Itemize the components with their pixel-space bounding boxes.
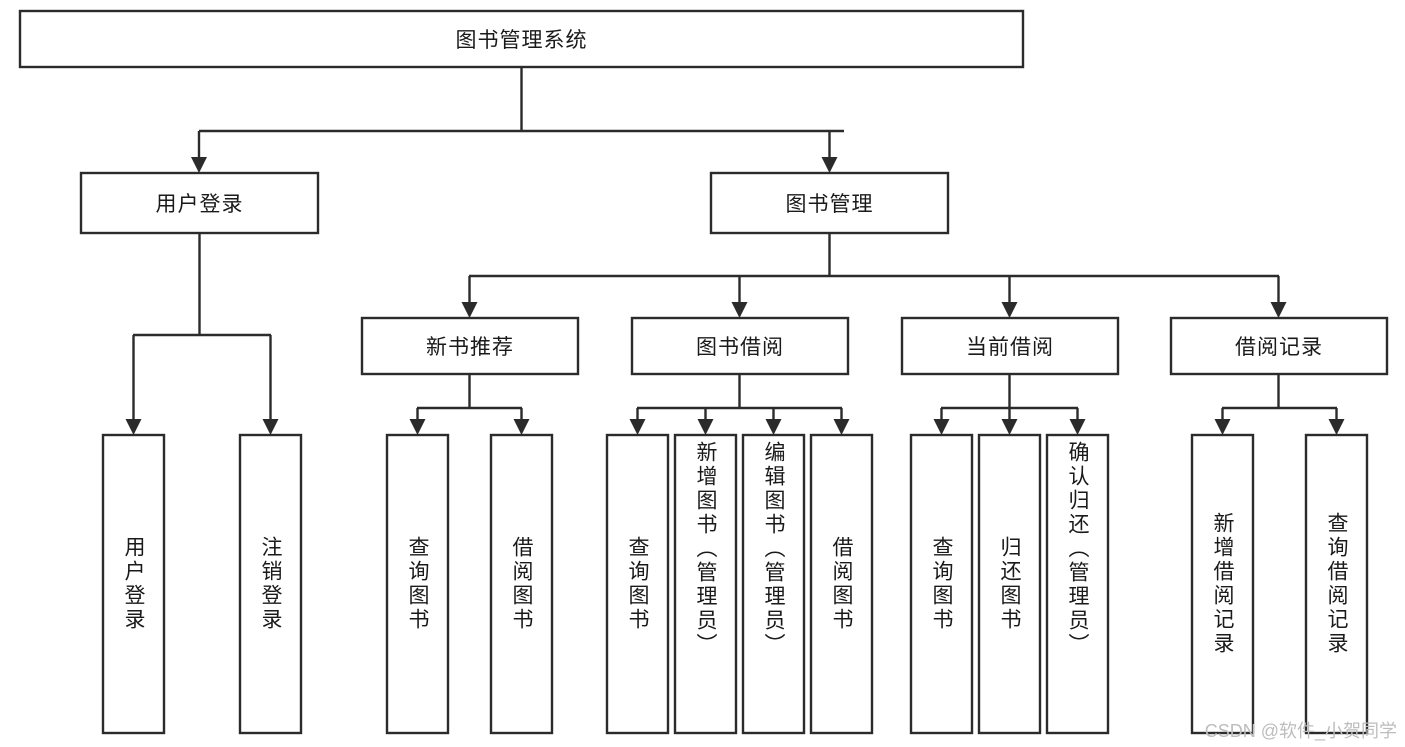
node-leaf-cb-return-book[interactable]: [977, 433, 1042, 735]
node-leaf-bb-edit-book[interactable]: [741, 433, 806, 735]
node-new-book-recommend[interactable]: [360, 316, 580, 376]
watermark-text: CSDN @软件_小贺同学: [1204, 721, 1397, 741]
node-user-login[interactable]: [79, 171, 320, 235]
node-leaf-nb-borrow-book[interactable]: [489, 433, 554, 735]
node-book-borrow[interactable]: [630, 316, 850, 376]
node-root-system[interactable]: [18, 9, 1025, 69]
node-leaf-user-login[interactable]: [101, 433, 166, 735]
arrowhead-bb-leaf2: [697, 419, 714, 435]
node-current-borrow[interactable]: [900, 316, 1120, 376]
arrowhead-book-borrow: [731, 302, 748, 318]
node-borrow-record[interactable]: [1169, 316, 1389, 376]
node-leaf-br-query-record[interactable]: [1304, 433, 1369, 735]
arrowhead-cb-leaf3: [1069, 419, 1086, 435]
arrowhead-user-login: [191, 157, 207, 173]
arrowhead-book-mgmt: [821, 157, 838, 173]
arrowhead-current-borrow: [1001, 302, 1018, 318]
node-leaf-cb-query-book[interactable]: [909, 433, 974, 735]
node-leaf-br-add-record[interactable]: [1190, 433, 1255, 735]
arrowhead-leaf-logout: [262, 419, 279, 435]
arrowhead-nb-leaf2: [513, 419, 530, 435]
arrowhead-bb-leaf1: [629, 419, 646, 435]
arrowhead-cb-leaf2: [1001, 419, 1018, 435]
arrowhead-borrow-record: [1270, 302, 1287, 318]
node-leaf-cb-confirm-return[interactable]: [1045, 433, 1110, 735]
node-leaf-logout[interactable]: [238, 433, 303, 735]
node-leaf-bb-query-book[interactable]: [605, 433, 670, 735]
arrowhead-bb-leaf3: [765, 419, 782, 435]
arrowhead-cb-leaf1: [933, 419, 950, 435]
node-leaf-nb-query-book[interactable]: [385, 433, 450, 735]
node-leaf-bb-borrow-book[interactable]: [809, 433, 874, 735]
arrowhead-bb-leaf4: [833, 419, 850, 435]
arrowhead-br-leaf1: [1214, 419, 1231, 435]
arrowhead-br-leaf2: [1328, 419, 1345, 435]
node-leaf-bb-add-book[interactable]: [673, 433, 738, 735]
arrowhead-leaf-user-login: [125, 419, 142, 435]
arrowhead-nb-leaf1: [409, 419, 426, 435]
arrowhead-new-book: [461, 302, 478, 318]
node-book-management[interactable]: [709, 171, 950, 235]
